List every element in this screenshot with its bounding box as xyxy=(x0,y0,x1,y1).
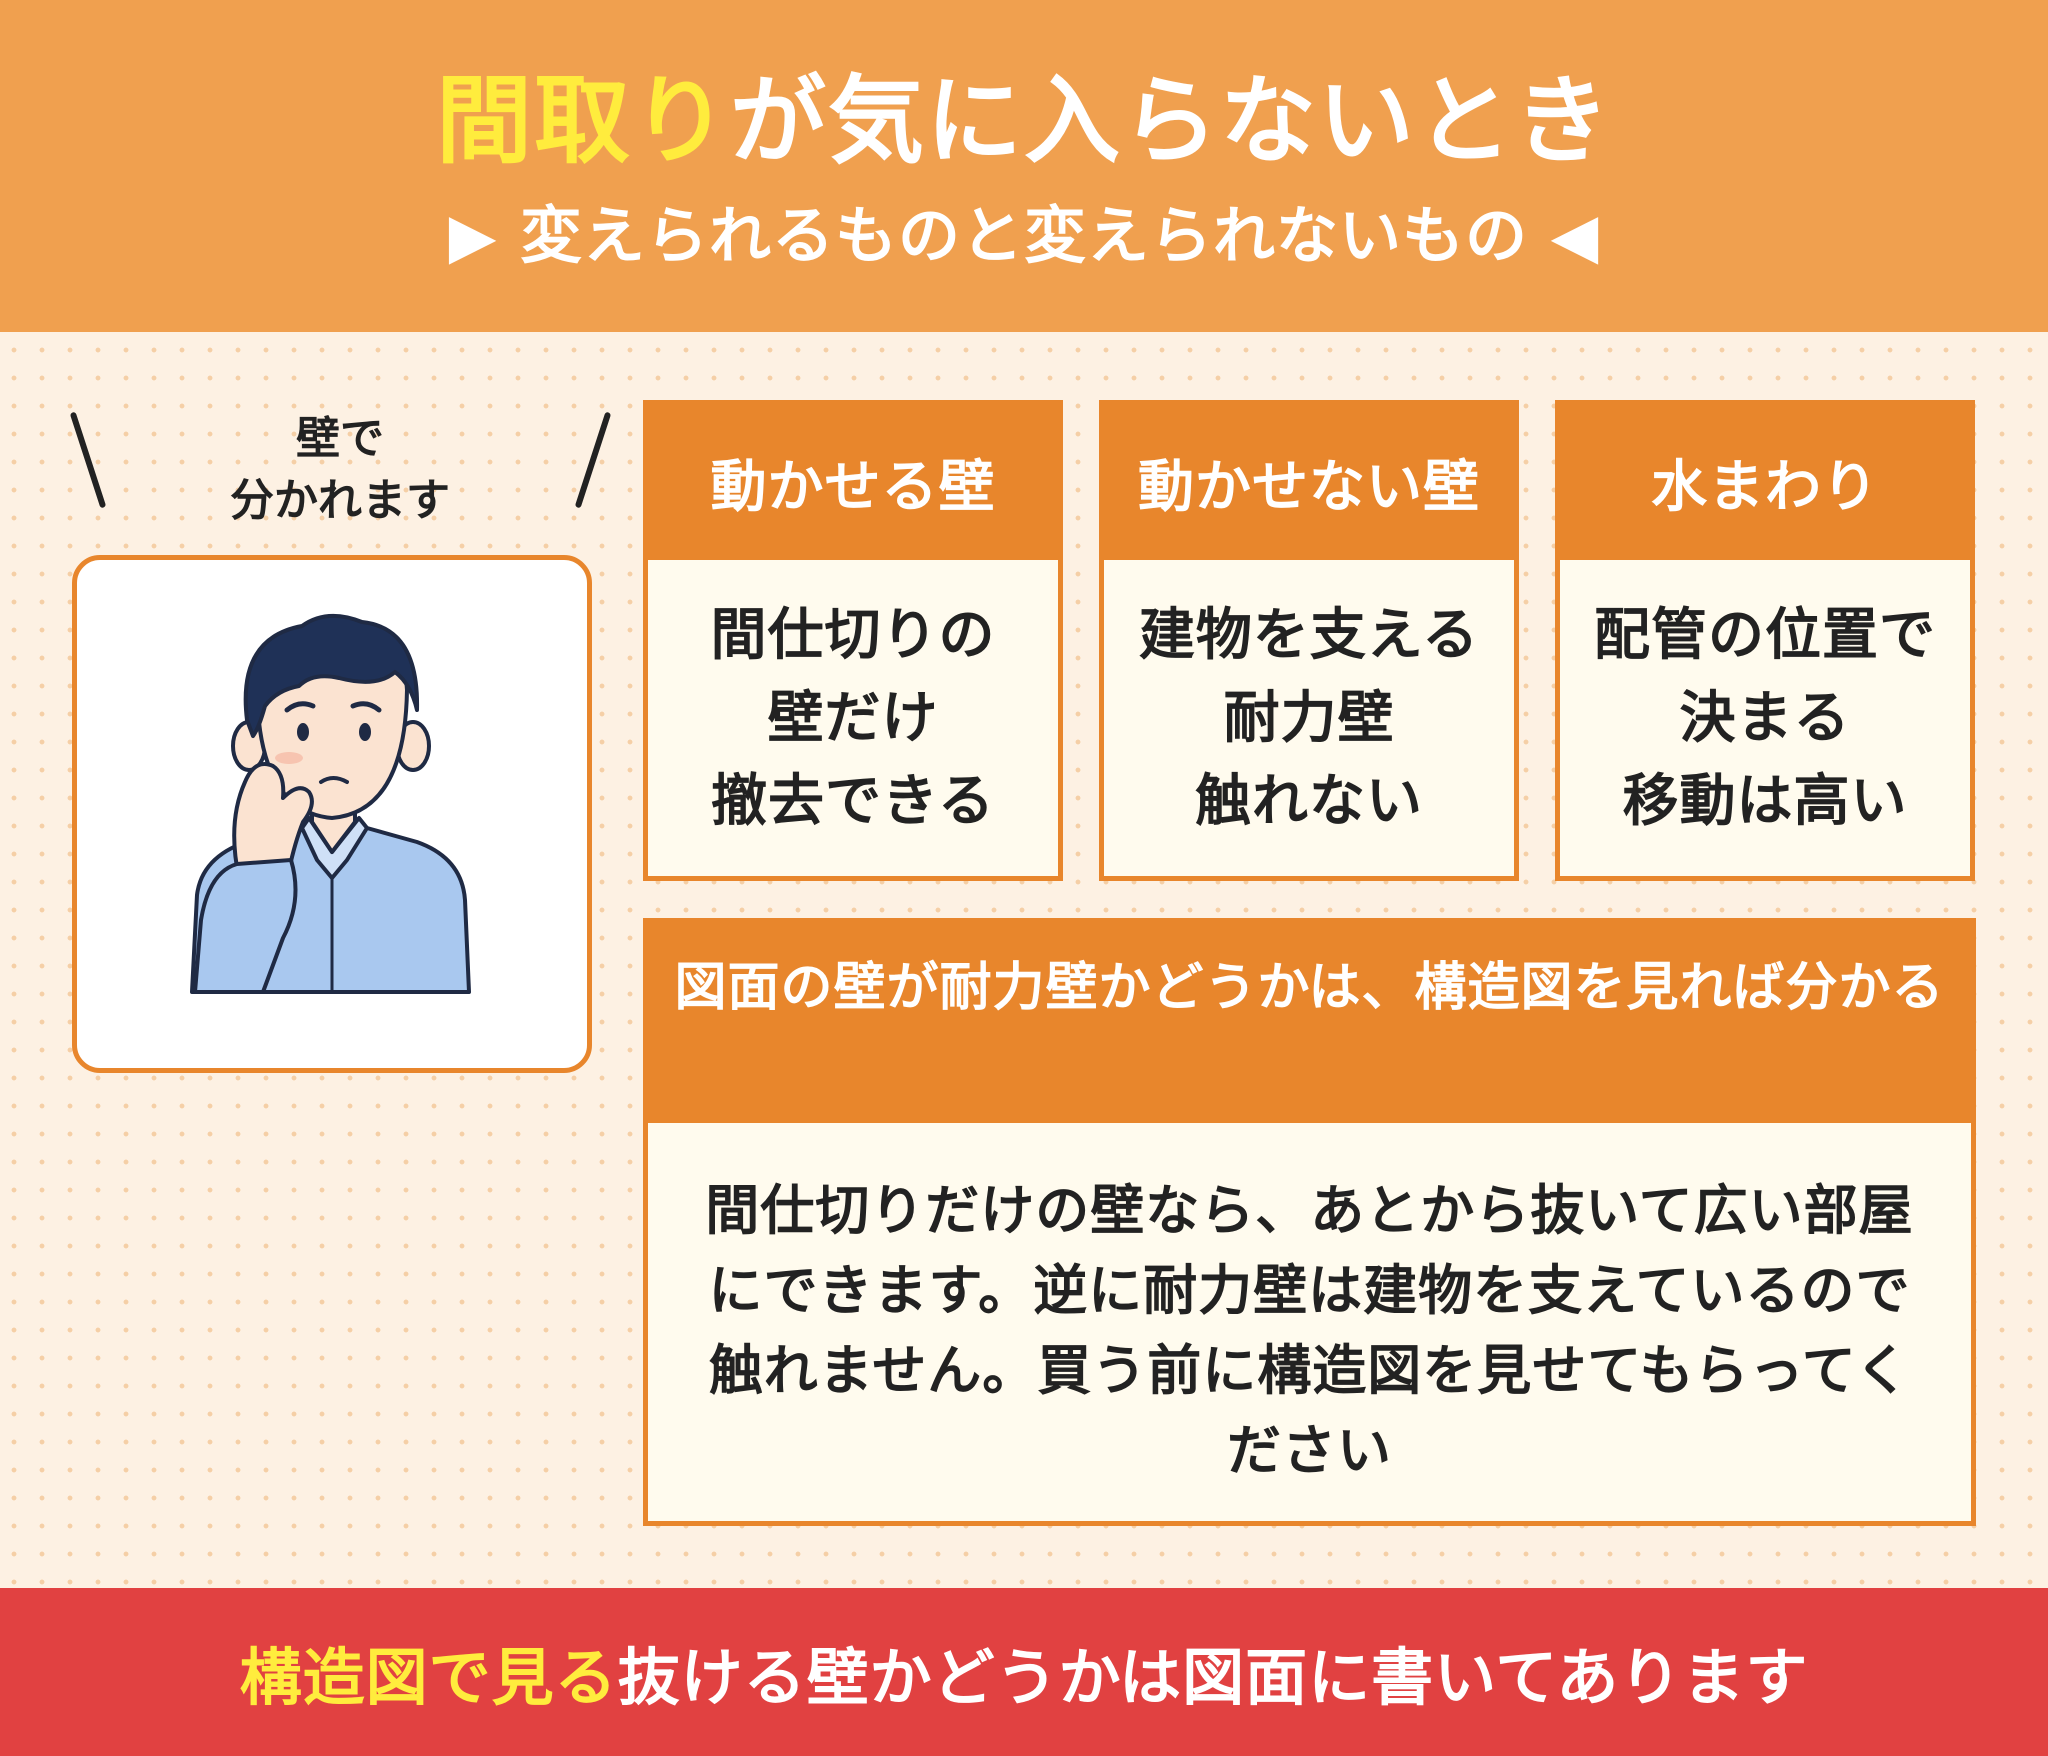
worried-person-illustration xyxy=(72,555,592,1073)
card-body: 配管の位置で 決まる 移動は高い xyxy=(1560,560,1970,876)
caption-line-1: 壁で xyxy=(296,413,384,464)
card-title: 水まわり xyxy=(1560,405,1970,560)
summary-body: 間仕切りだけの壁なら、あとから抜いて広い部屋にできます。逆に耐力壁は建物を支えて… xyxy=(705,1179,1914,1482)
card-line: 移動は高い xyxy=(1622,768,1908,834)
summary-card: 図面の壁が耐力壁かどうかは、構造図を見れば分かる 間仕切りだけの壁なら、あとから… xyxy=(643,918,1976,1526)
card-line: 配管の位置で xyxy=(1594,602,1936,668)
card-line: 建物を支える xyxy=(1138,602,1480,668)
header-banner: 間取りが気に入らないとき ▶ 変えられるものと変えられないもの ◀ xyxy=(0,0,2048,332)
card-line: 間仕切りの xyxy=(710,602,996,668)
card-title: 動かせない壁 xyxy=(1104,405,1514,560)
caption-line-2: 分かれます xyxy=(230,475,450,526)
page-subtitle: ▶ 変えられるものと変えられないもの ◀ xyxy=(448,199,1600,272)
page-title: 間取りが気に入らないとき xyxy=(0,66,2048,176)
footer-banner: 構造図で見る抜ける壁かどうかは図面に書いてあります xyxy=(0,1588,2048,1756)
worried-man-icon xyxy=(190,613,471,994)
card-body: 間仕切りの 壁だけ 撤去できる xyxy=(648,560,1058,876)
card-plumbing: 水まわり 配管の位置で 決まる 移動は高い xyxy=(1555,400,1975,881)
card-line: 撤去できる xyxy=(711,768,995,834)
title-rest: が気に入らないとき xyxy=(730,65,1612,177)
card-line: 触れない xyxy=(1195,768,1423,834)
card-line: 耐力壁 xyxy=(1223,685,1395,751)
caption-text: 壁で 分かれます xyxy=(60,408,620,532)
card-title: 動かせる壁 xyxy=(648,405,1058,560)
footer-highlight: 構造図で見る xyxy=(239,1641,618,1714)
card-fixed-wall: 動かせない壁 建物を支える 耐力壁 触れない xyxy=(1099,400,1519,881)
card-movable-wall: 動かせる壁 間仕切りの 壁だけ 撤去できる xyxy=(643,400,1063,881)
footer-text: 抜ける壁かどうかは図面に書いてあります xyxy=(617,1641,1809,1714)
title-highlight: 間取り xyxy=(436,65,730,177)
card-line: 決まる xyxy=(1679,685,1851,751)
card-line: 壁だけ xyxy=(767,685,939,751)
speech-caption: 壁で 分かれます xyxy=(60,400,620,550)
summary-title: 図面の壁が耐力壁かどうかは、構造図を見れば分かる xyxy=(648,923,1971,1123)
card-body: 建物を支える 耐力壁 触れない xyxy=(1104,560,1514,876)
